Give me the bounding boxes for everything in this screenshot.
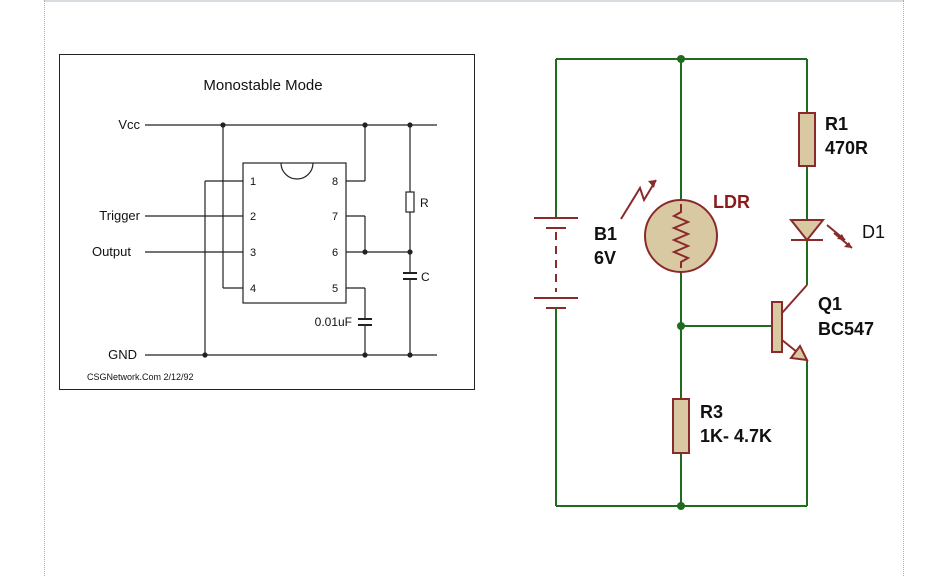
pin-1: 1 [250,176,256,188]
led-d1 [788,219,853,249]
capacitor-label: C [421,270,430,284]
pin-3: 3 [250,247,256,259]
pin-5: 5 [332,283,338,295]
resistor-r3 [672,398,690,454]
trigger-label: Trigger [99,208,140,223]
ic-notch [280,162,314,180]
ldr-label: LDR [713,192,750,212]
output-label: Output [92,244,131,259]
gnd-label: GND [108,347,137,362]
resistor-r1 [798,112,816,167]
pin-6: 6 [332,247,338,259]
monostable-schematic: Monostable Mode Vcc Trigger Output GND R… [87,77,437,382]
right-margin-guide [903,0,904,576]
q1-value: BC547 [818,319,874,339]
top-margin-line [44,0,904,5]
r3-name: R3 [700,402,723,422]
battery-value: 6V [594,248,616,268]
battery-b1 [534,217,578,312]
monostable-diagram-panel: Monostable Mode Vcc Trigger Output GND R… [59,54,475,390]
r1-name: R1 [825,114,848,134]
cap-value-label: 0.01uF [315,315,352,329]
ldr-component [620,179,718,273]
transistor-q1 [771,284,809,362]
ic-555-body [242,162,347,304]
r1-value: 470R [825,138,868,158]
pin-4: 4 [250,283,256,295]
left-margin-guide [44,0,45,576]
q1-name: Q1 [818,294,842,314]
resistor-label: R [420,196,429,210]
ldr-led-schematic: B1 6V R1 470R Q1 BC547 R3 1K- 4.7K LDR D… [534,55,885,510]
vcc-label: Vcc [118,117,140,132]
pin-7: 7 [332,211,338,223]
pin-8: 8 [332,176,338,188]
resistor-r [405,191,415,213]
pin-2: 2 [250,211,256,223]
d1-name: D1 [862,222,885,242]
diagram-title: Monostable Mode [203,77,322,94]
credit-text: CSGNetwork.Com 2/12/92 [87,372,194,382]
r3-value: 1K- 4.7K [700,426,772,446]
battery-name: B1 [594,224,617,244]
